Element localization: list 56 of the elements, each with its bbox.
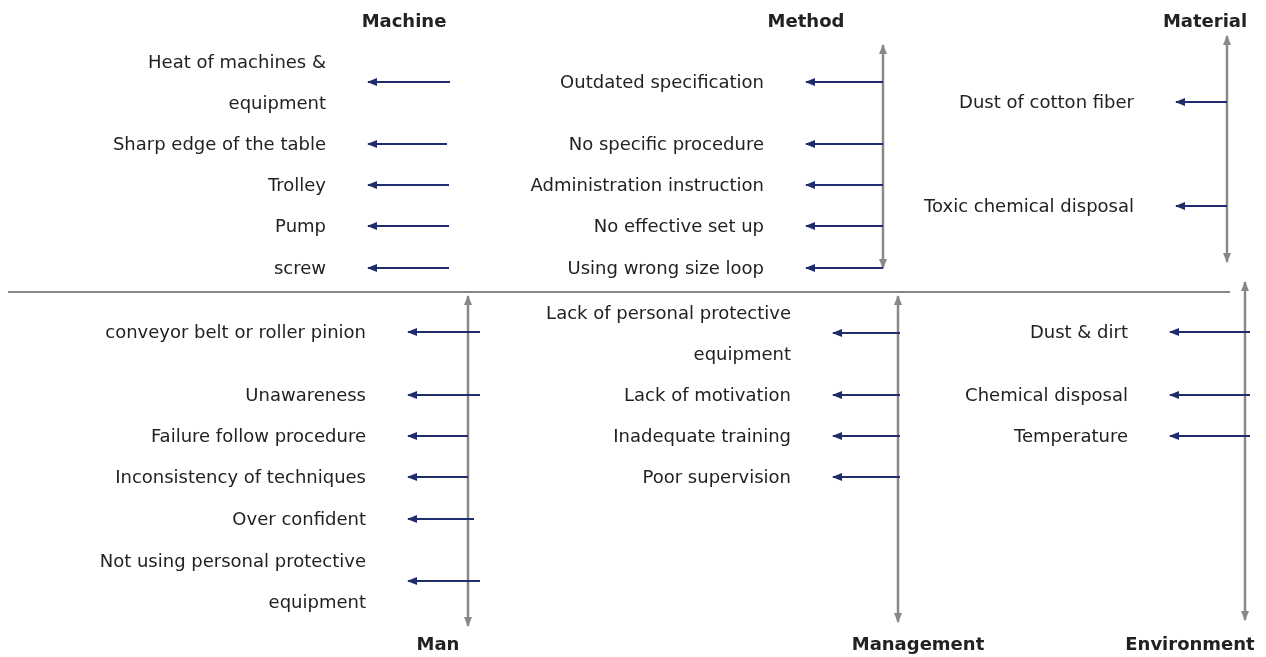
category-heading: Method — [767, 9, 845, 31]
cause-text: Inconsistency of techniques — [115, 464, 408, 490]
cause-text: Using wrong size loop — [567, 255, 806, 281]
cause-text: Chemical disposal — [965, 382, 1170, 408]
arrow — [832, 391, 901, 399]
arrow — [805, 222, 884, 230]
arrow — [832, 329, 901, 337]
cause-text: Poor supervision — [642, 464, 833, 490]
arrow — [1169, 328, 1251, 336]
arrow — [367, 264, 450, 272]
cause-text: Administration instruction — [530, 172, 806, 198]
cause-text: Failure follow procedure — [150, 423, 408, 449]
arrow — [1169, 432, 1251, 440]
arrow — [805, 181, 884, 189]
cause-text: Temperature — [1013, 423, 1170, 449]
arrow — [407, 391, 481, 399]
cause-text: Toxic chemical disposal — [924, 193, 1176, 219]
arrow — [407, 432, 469, 440]
cause-text: Dust & dirt — [1029, 319, 1170, 345]
arrow — [407, 577, 481, 585]
arrow — [805, 78, 884, 86]
cause-text: Heat of machines & equipment — [116, 41, 368, 123]
arrow — [832, 432, 901, 440]
cause-text: Not using personal protective equipment — [56, 540, 408, 622]
cause-text: screw — [273, 255, 368, 281]
arrow — [407, 328, 481, 336]
category-heading: Management — [851, 632, 985, 654]
category-heading: Environment — [1125, 632, 1255, 654]
category-heading: Material — [1162, 9, 1248, 31]
arrow — [407, 515, 475, 523]
cause-text: Outdated specification — [560, 69, 806, 95]
cause-text: Over confident — [232, 506, 408, 532]
category-heading: Machine — [361, 9, 447, 31]
cause-text: Trolley — [267, 172, 368, 198]
cause-text: Pump — [275, 213, 368, 239]
cause-text: Lack of personal protective equipment — [501, 292, 833, 374]
arrow — [805, 140, 884, 148]
arrow — [805, 264, 884, 272]
arrow — [832, 473, 901, 481]
cause-text: Lack of motivation — [624, 382, 833, 408]
cause-text: No effective set up — [593, 213, 806, 239]
cause-text: Unawareness — [245, 382, 408, 408]
category-heading: Man — [416, 632, 460, 654]
arrow — [367, 140, 448, 148]
arrow — [367, 78, 451, 86]
cause-text: Sharp edge of the table — [112, 131, 368, 157]
arrow — [1175, 202, 1228, 210]
arrow — [367, 181, 450, 189]
cause-text: Inadequate training — [613, 423, 833, 449]
cause-text: conveyor belt or roller pinion — [105, 319, 408, 345]
arrow — [1175, 98, 1228, 106]
arrow — [367, 222, 450, 230]
arrow — [407, 473, 469, 481]
cause-text: Dust of cotton fiber — [959, 89, 1176, 115]
arrow — [1169, 391, 1251, 399]
cause-text: No specific procedure — [568, 131, 806, 157]
